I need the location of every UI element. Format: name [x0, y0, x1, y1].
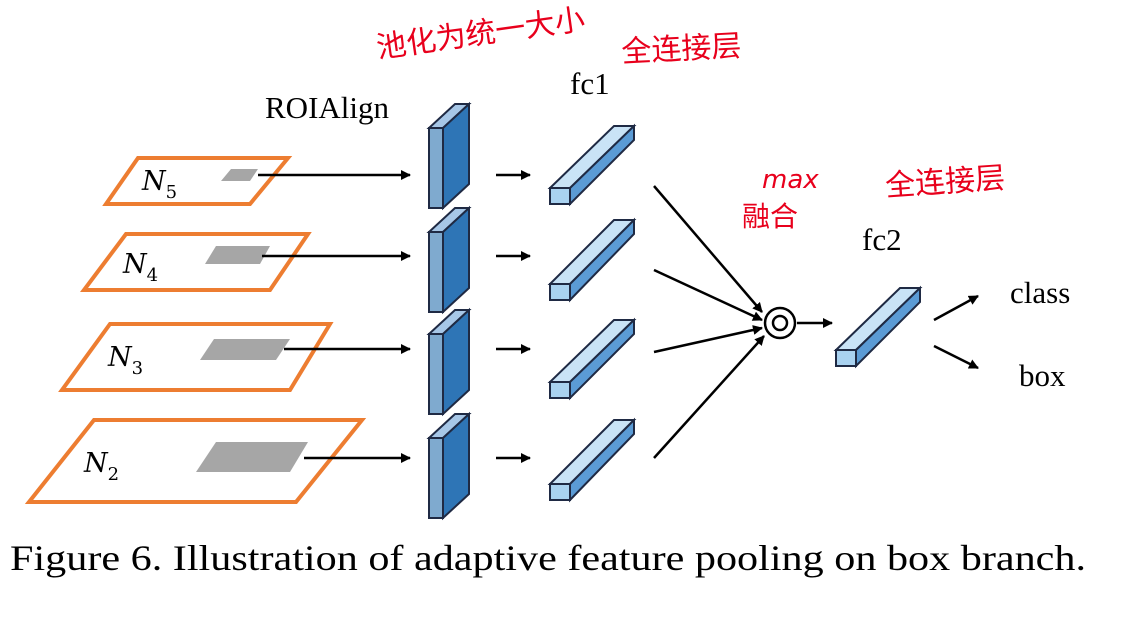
fc2-to-class-arrow [933, 294, 979, 322]
feature-plane [80, 232, 312, 292]
level-label: N4 [122, 249, 158, 286]
fc1-block [547, 123, 637, 207]
fc1-block [547, 317, 637, 401]
fusion-annotation: 融合 [742, 200, 798, 233]
fc2-to-box-arrow [933, 344, 979, 370]
feature-level-n4: N4 [80, 232, 312, 292]
fc2-block [833, 285, 923, 369]
fc1-to-fusion-arrow [653, 325, 763, 354]
level-label: N2 [83, 448, 119, 485]
roialign-block [426, 411, 472, 521]
level-label: N3 [107, 342, 143, 379]
roi-region [205, 246, 270, 264]
max-annotation: max [762, 165, 819, 195]
feature-level-n2: N2 [24, 418, 367, 504]
roialign-block [426, 205, 472, 315]
max-fusion-operator [763, 306, 797, 340]
fc1-to-fusion-arrow [653, 185, 763, 313]
fc1-block [547, 417, 637, 503]
fc2-label: fc2 [862, 222, 902, 257]
feature-plane [58, 322, 334, 392]
roi-region [221, 169, 258, 181]
figure-caption: Figure 6. Illustration of adaptive featu… [10, 538, 1086, 578]
fc1-block [547, 217, 637, 303]
fc1-label: fc1 [570, 66, 610, 101]
roialign-annotation: 池化为统一大小 [374, 2, 587, 66]
feature-plane [102, 156, 293, 206]
fc1-to-fusion-arrow [653, 268, 763, 322]
fc1-annotation: 全连接层 [621, 29, 743, 70]
box-label: box [1019, 358, 1066, 393]
feature-level-n3: N3 [58, 322, 334, 392]
level-label: N5 [141, 166, 177, 203]
roialign-label: ROIAlign [265, 90, 390, 125]
roi-region [196, 442, 308, 472]
feature-plane [24, 418, 367, 504]
roialign-block [426, 307, 472, 417]
feature-level-n5: N5 [102, 156, 293, 206]
class-label: class [1010, 275, 1070, 310]
fc2-annotation: 全连接层 [884, 161, 1006, 204]
roialign-block [426, 101, 472, 211]
roi-region [200, 339, 290, 360]
fc1-to-fusion-arrow [653, 335, 765, 459]
